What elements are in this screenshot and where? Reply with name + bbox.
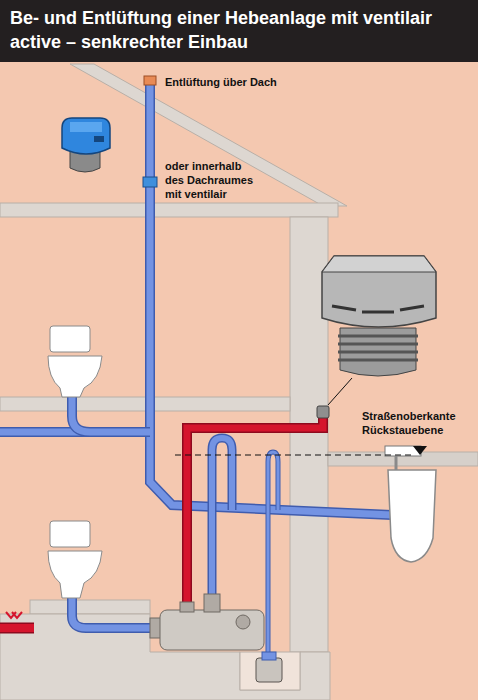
valve-slot — [94, 136, 104, 142]
inlet-pipe — [0, 624, 34, 632]
pressure-pipe — [212, 438, 232, 600]
vent-pipe — [187, 418, 323, 606]
toilet-tank — [50, 326, 90, 352]
street-gully-pot — [388, 470, 436, 562]
annotation-label: Straßenoberkante Rückstauebene — [362, 409, 474, 437]
cap-ribs — [338, 336, 418, 360]
station-valve — [204, 594, 220, 612]
station-fitting — [180, 602, 194, 612]
annotation-label: Entlüftung über Dach — [165, 75, 325, 89]
pump-pit — [240, 652, 300, 690]
inlet-pipe — [0, 623, 34, 634]
annotation-label: oder innerhalb des Dachraumes mit ventil… — [165, 159, 257, 201]
pit-pump-outlet — [262, 652, 276, 660]
station-tank — [160, 610, 264, 650]
leader-line — [328, 378, 352, 405]
inlet-chevrons — [6, 612, 22, 618]
pressure-pipe-thin — [268, 452, 278, 658]
vent-pipe — [187, 418, 323, 606]
toilet — [48, 326, 102, 397]
pit-pump — [256, 658, 282, 682]
station-motor — [236, 615, 250, 629]
ventilair-valve — [143, 177, 157, 187]
toilet-tank — [50, 521, 90, 547]
valve-body — [62, 118, 110, 154]
roof — [70, 64, 347, 206]
valve-highlight — [70, 122, 102, 132]
title-bar — [0, 0, 478, 62]
toilet-bowl — [48, 356, 102, 397]
lifting-station — [150, 594, 264, 650]
drain-pipe — [72, 395, 90, 432]
drain-pipe — [72, 595, 162, 628]
cap-hood — [322, 256, 436, 327]
level-triangle — [413, 446, 427, 455]
drain-pipe — [72, 395, 90, 432]
pressure-pipe — [212, 438, 232, 600]
gully-neck — [395, 456, 398, 470]
toilet-bowl — [48, 551, 102, 598]
floor-slab — [30, 600, 150, 614]
toilet — [48, 521, 102, 598]
pressure-pipe-thin — [268, 452, 278, 658]
backflow-level-line — [175, 454, 414, 455]
cap-slots — [332, 306, 424, 312]
vent-cap-detail — [322, 256, 436, 376]
drain-pipe — [72, 595, 162, 628]
attic-slab — [0, 203, 338, 217]
diagram-title: Be- und Entlüftung einer Hebeanlage mit … — [10, 6, 450, 54]
ventilair-cap — [317, 406, 329, 418]
ventilair-detail — [62, 118, 110, 172]
cap-hood-top — [322, 256, 436, 272]
roof-vent-cap — [144, 76, 156, 85]
